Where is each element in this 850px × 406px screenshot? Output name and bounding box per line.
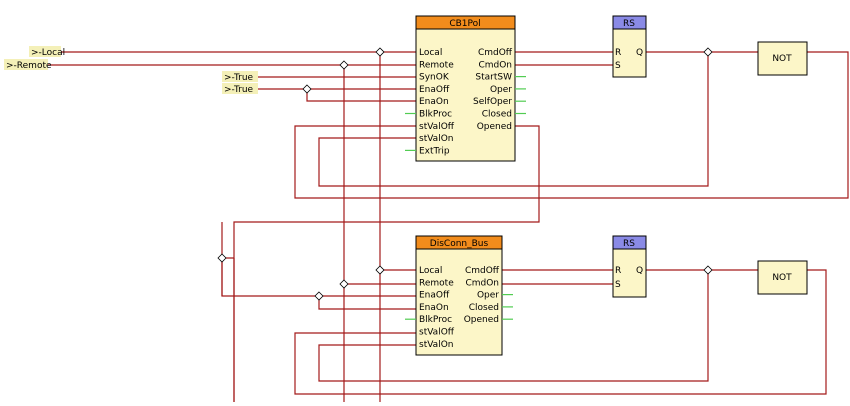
pin-label: BlkProc bbox=[419, 315, 452, 325]
pin-label: stValOff bbox=[419, 122, 455, 132]
cb1pol-title: CB1Pol bbox=[449, 19, 480, 29]
input-true-2-label: >-True bbox=[224, 85, 254, 95]
junctions bbox=[217, 47, 713, 301]
pin-label: Local bbox=[419, 266, 442, 276]
pin-label: BlkProc bbox=[419, 110, 452, 120]
pin-label: stValOn bbox=[419, 134, 453, 144]
pin-label: SynOK bbox=[419, 73, 450, 83]
pin-label: CmdOff bbox=[478, 48, 513, 58]
rs1-title: RS bbox=[623, 19, 635, 29]
pin-label: Remote bbox=[419, 60, 454, 70]
pin-label: CmdOff bbox=[465, 266, 500, 276]
block-rs-1[interactable]: RS R S Q bbox=[612, 15, 647, 78]
wires bbox=[46, 51, 849, 402]
input-remote-label: >-Remote bbox=[6, 61, 52, 71]
pin-label: EnaOff bbox=[419, 85, 450, 95]
rs2-pin-r: R bbox=[615, 266, 621, 276]
rs1-pin-r: R bbox=[615, 48, 621, 58]
not2-label: NOT bbox=[772, 273, 792, 283]
pin-label: Opened bbox=[464, 315, 499, 325]
pin-label: Closed bbox=[469, 303, 499, 313]
pin-label: ExtTrip bbox=[419, 146, 450, 156]
block-disconn-bus[interactable]: DisConn_Bus LocalRemoteEnaOffEnaOnBlkPro… bbox=[405, 235, 513, 356]
rs2-title: RS bbox=[623, 239, 635, 249]
block-rs-2[interactable]: RS R S Q bbox=[612, 235, 647, 298]
pin-label: EnaOn bbox=[419, 303, 449, 313]
rs2-pin-q: Q bbox=[636, 266, 643, 276]
pin-label: CmdOn bbox=[465, 278, 499, 288]
pin-label: Local bbox=[419, 48, 442, 58]
pin-label: stValOn bbox=[419, 340, 453, 350]
rs1-pin-q: Q bbox=[636, 48, 643, 58]
input-local-label: >-Local bbox=[31, 48, 65, 58]
pin-label: CmdOn bbox=[478, 60, 512, 70]
input-tag-true-1[interactable]: >-True bbox=[222, 71, 258, 83]
input-tag-true-2[interactable]: >-True bbox=[222, 83, 258, 95]
rs1-pin-s: S bbox=[615, 61, 621, 71]
pin-label: SelfOper bbox=[473, 97, 512, 107]
input-tag-local[interactable]: >-Local bbox=[29, 46, 65, 58]
block-not-2[interactable]: NOT bbox=[757, 260, 808, 295]
pin-label: EnaOff bbox=[419, 291, 450, 301]
pin-label: Oper bbox=[477, 291, 499, 301]
pin-label: Opened bbox=[477, 122, 512, 132]
not1-label: NOT bbox=[772, 54, 792, 64]
input-true-1-label: >-True bbox=[224, 73, 254, 83]
input-tag-remote[interactable]: >-Remote bbox=[4, 59, 52, 71]
rs2-pin-s: S bbox=[615, 280, 621, 290]
pin-label: stValOff bbox=[419, 328, 455, 338]
block-not-1[interactable]: NOT bbox=[757, 41, 808, 76]
pin-label: StartSW bbox=[475, 73, 512, 83]
disconn-title: DisConn_Bus bbox=[430, 239, 489, 249]
pin-label: Remote bbox=[419, 278, 454, 288]
pin-label: EnaOn bbox=[419, 97, 449, 107]
pin-label: Closed bbox=[482, 110, 512, 120]
pin-label: Oper bbox=[490, 85, 512, 95]
